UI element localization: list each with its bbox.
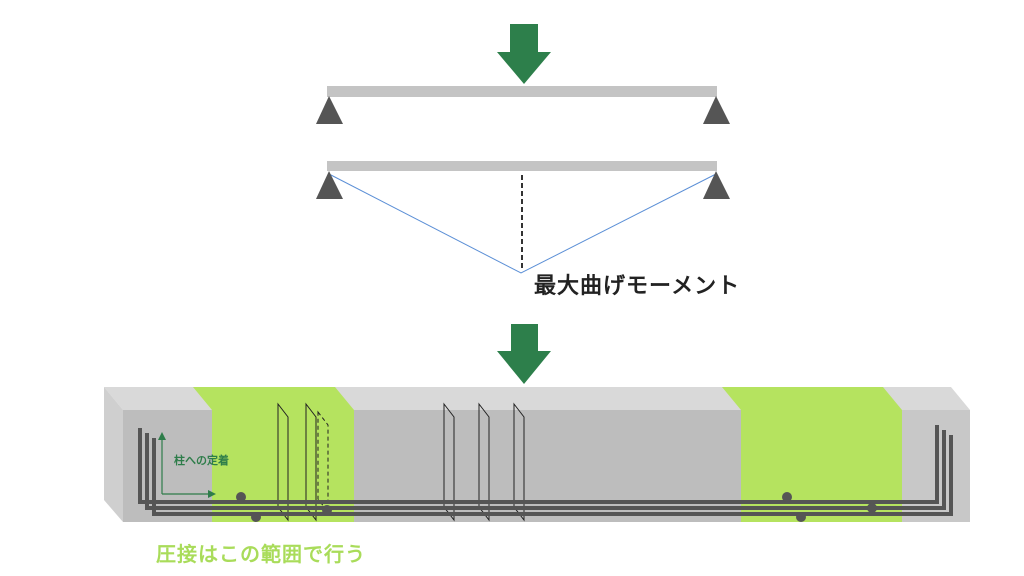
max-moment-label: 最大曲げモーメント — [534, 274, 741, 299]
stirrup — [305, 402, 317, 522]
stirrups — [277, 402, 525, 522]
right-support-icon — [703, 96, 730, 124]
simple-beam — [327, 86, 717, 97]
splice-point — [782, 492, 792, 502]
up-arrow-icon — [158, 432, 166, 440]
splice-zone-front-right — [741, 410, 902, 522]
splice-point — [236, 492, 246, 502]
right-support-icon-2 — [703, 171, 730, 199]
splice-point — [796, 512, 806, 522]
stirrup — [478, 402, 490, 522]
splice-zone-top-right — [722, 387, 902, 410]
load-arrow-icon — [497, 24, 551, 84]
left-support-icon-2 — [316, 171, 343, 199]
stirrup — [513, 402, 525, 522]
stirrup — [277, 402, 289, 522]
splice-points — [236, 492, 877, 522]
splice-zone-top-left — [193, 387, 354, 410]
splice-point — [251, 512, 261, 522]
beam-end-face — [104, 387, 123, 522]
splice-range-label: 圧接はこの範囲で行う — [156, 542, 366, 566]
loaded-beam — [327, 161, 717, 171]
splice-point — [322, 505, 332, 515]
anchorage-label: 柱への定着 — [174, 454, 229, 467]
splice-point — [867, 503, 877, 513]
rebar-bar — [152, 435, 953, 516]
splice-zone-front-left — [212, 410, 354, 522]
moment-diagram-line — [328, 173, 717, 274]
stirrup — [443, 402, 455, 522]
down-arrow-icon — [497, 324, 551, 384]
right-arrow-icon — [208, 490, 216, 498]
rebar-bar — [145, 430, 946, 510]
rebar-bar — [138, 425, 939, 504]
left-support-icon — [316, 96, 343, 124]
anchorage-arrows — [158, 432, 216, 498]
stirrup — [317, 410, 329, 514]
rebars — [138, 425, 953, 516]
